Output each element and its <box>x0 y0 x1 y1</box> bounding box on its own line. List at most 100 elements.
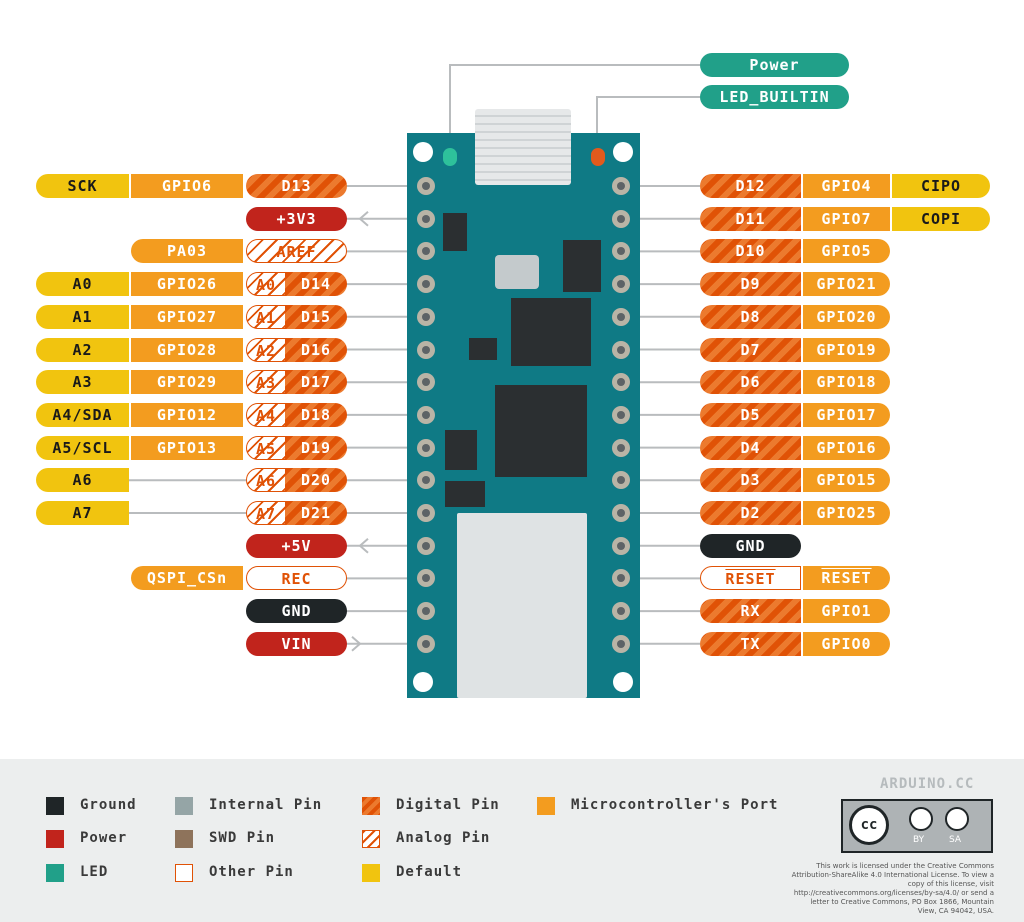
analog-pin-label: A1 <box>246 304 286 329</box>
pin-label-d9: D9 <box>700 272 801 297</box>
pin-label-D17: D17 <box>285 370 347 395</box>
default-label: A2 <box>36 337 129 362</box>
legend-label-port: Microcontroller's Port <box>571 797 779 813</box>
mount-hole-tr <box>613 142 633 162</box>
left-pin-arrow <box>358 537 369 554</box>
port-label: GPIO26 <box>131 272 243 297</box>
pin-label-d3: D3 <box>700 468 801 493</box>
left-pin-pad <box>417 471 435 490</box>
right-pin-pad <box>612 471 630 490</box>
default-label: A3 <box>36 370 129 395</box>
left-pin-arrow <box>351 636 362 652</box>
pin-label-D20: D20 <box>285 468 347 493</box>
legend-swatch-power <box>46 830 64 848</box>
port-label: GPIO6 <box>131 174 243 198</box>
legend-label-analog: Analog Pin <box>396 830 491 846</box>
left-pin-pad <box>417 177 435 195</box>
pin-label-gnd: GND <box>246 599 347 624</box>
left-pin-pad <box>417 307 435 326</box>
led-builtin-label: LED_BUILTIN <box>700 85 849 109</box>
usb-connector <box>475 109 571 185</box>
port-label: GPIO29 <box>131 370 243 395</box>
pin-label-D19: D19 <box>285 435 347 460</box>
default-label: A7 <box>36 501 129 525</box>
pin-label-D21: D21 <box>285 501 347 525</box>
power-leader-line <box>449 64 700 152</box>
left-pin-pad <box>417 242 435 261</box>
pin-label-D15: D15 <box>285 304 347 329</box>
legend-swatch-swd <box>175 830 193 848</box>
cc-sa-text: SA <box>949 835 962 845</box>
right-pin-pad <box>612 307 630 326</box>
mount-hole-tl <box>413 142 433 162</box>
port-label: GPIO1 <box>803 599 890 624</box>
legend-label-ground: Ground <box>80 797 137 813</box>
right-pin-pad <box>612 275 630 294</box>
port-label: GPIO28 <box>131 337 243 362</box>
legend-swatch-port <box>537 797 555 815</box>
left-pin-pad <box>417 209 435 228</box>
pin-label-rx: RX <box>700 599 801 624</box>
left-pin-arrow <box>358 210 369 227</box>
pin-label-vin: VIN <box>246 631 347 656</box>
pin-label-d4: D4 <box>700 435 801 460</box>
microcontroller-chip <box>495 385 587 477</box>
port-label: GPIO16 <box>803 435 890 460</box>
left-pin-pad <box>417 438 435 457</box>
small-chip-2 <box>563 240 601 292</box>
port-label: GPIO13 <box>131 435 243 460</box>
legend-label-internal: Internal Pin <box>209 797 323 813</box>
legend-label-default: Default <box>396 864 463 880</box>
port-label: PA03 <box>131 239 243 264</box>
legend-label-other: Other Pin <box>209 864 294 880</box>
port-label: GPIO27 <box>131 304 243 329</box>
builtin-led <box>591 148 605 166</box>
small-chip-4 <box>469 338 497 360</box>
regulator-chip <box>443 213 467 251</box>
pin-label-gnd: GND <box>700 533 801 558</box>
legend-swatch-analog <box>362 830 380 848</box>
pin-label-reset: RESET <box>700 566 801 591</box>
legend-swatch-default <box>362 864 380 882</box>
pin-label-d10: D10 <box>700 239 801 264</box>
right-pin-pad <box>612 209 630 228</box>
analog-pin-label: A0 <box>246 272 286 297</box>
pin-label-d12: D12 <box>700 174 801 198</box>
pin-label-3v3: +3V3 <box>246 206 347 231</box>
port-label: GPIO17 <box>803 402 890 427</box>
port-label: GPIO20 <box>803 304 890 329</box>
legend-label-led: LED <box>80 864 109 880</box>
legend-swatch-digital <box>362 797 380 815</box>
reset-button[interactable] <box>495 255 539 289</box>
port-label: RESET <box>803 566 890 591</box>
port-label: GPIO15 <box>803 468 890 493</box>
right-pin-pad <box>612 177 630 195</box>
left-pin-pad <box>417 569 435 588</box>
pin-label-d13: D13 <box>246 174 347 198</box>
pin-label-D16: D16 <box>285 337 347 362</box>
default-label: SCK <box>36 174 129 198</box>
mount-hole-bl <box>413 672 433 692</box>
legend-label-power: Power <box>80 830 128 846</box>
port-label: QSPI_CSn <box>131 566 243 591</box>
analog-pin-label: A3 <box>246 370 286 395</box>
port-label: GPIO21 <box>803 272 890 297</box>
power-led-label: Power <box>700 53 849 77</box>
pin-label-D18: D18 <box>285 402 347 427</box>
default-label: CIPO <box>892 174 990 198</box>
right-pin-pad <box>612 340 630 359</box>
default-label: A6 <box>36 468 129 493</box>
right-pin-pad <box>612 504 630 522</box>
right-pin-pad <box>612 569 630 588</box>
left-pin-pad <box>417 340 435 359</box>
analog-pin-label: A2 <box>246 337 286 362</box>
mount-hole-br <box>613 672 633 692</box>
pin-label-d2: D2 <box>700 501 801 525</box>
port-label: GPIO4 <box>803 174 890 198</box>
port-label: GPIO19 <box>803 337 890 362</box>
right-pin-pad <box>612 373 630 392</box>
default-label: A0 <box>36 272 129 297</box>
pin-label-d8: D8 <box>700 304 801 329</box>
right-pin-pad <box>612 536 630 555</box>
analog-pin-label: A5 <box>246 435 286 460</box>
